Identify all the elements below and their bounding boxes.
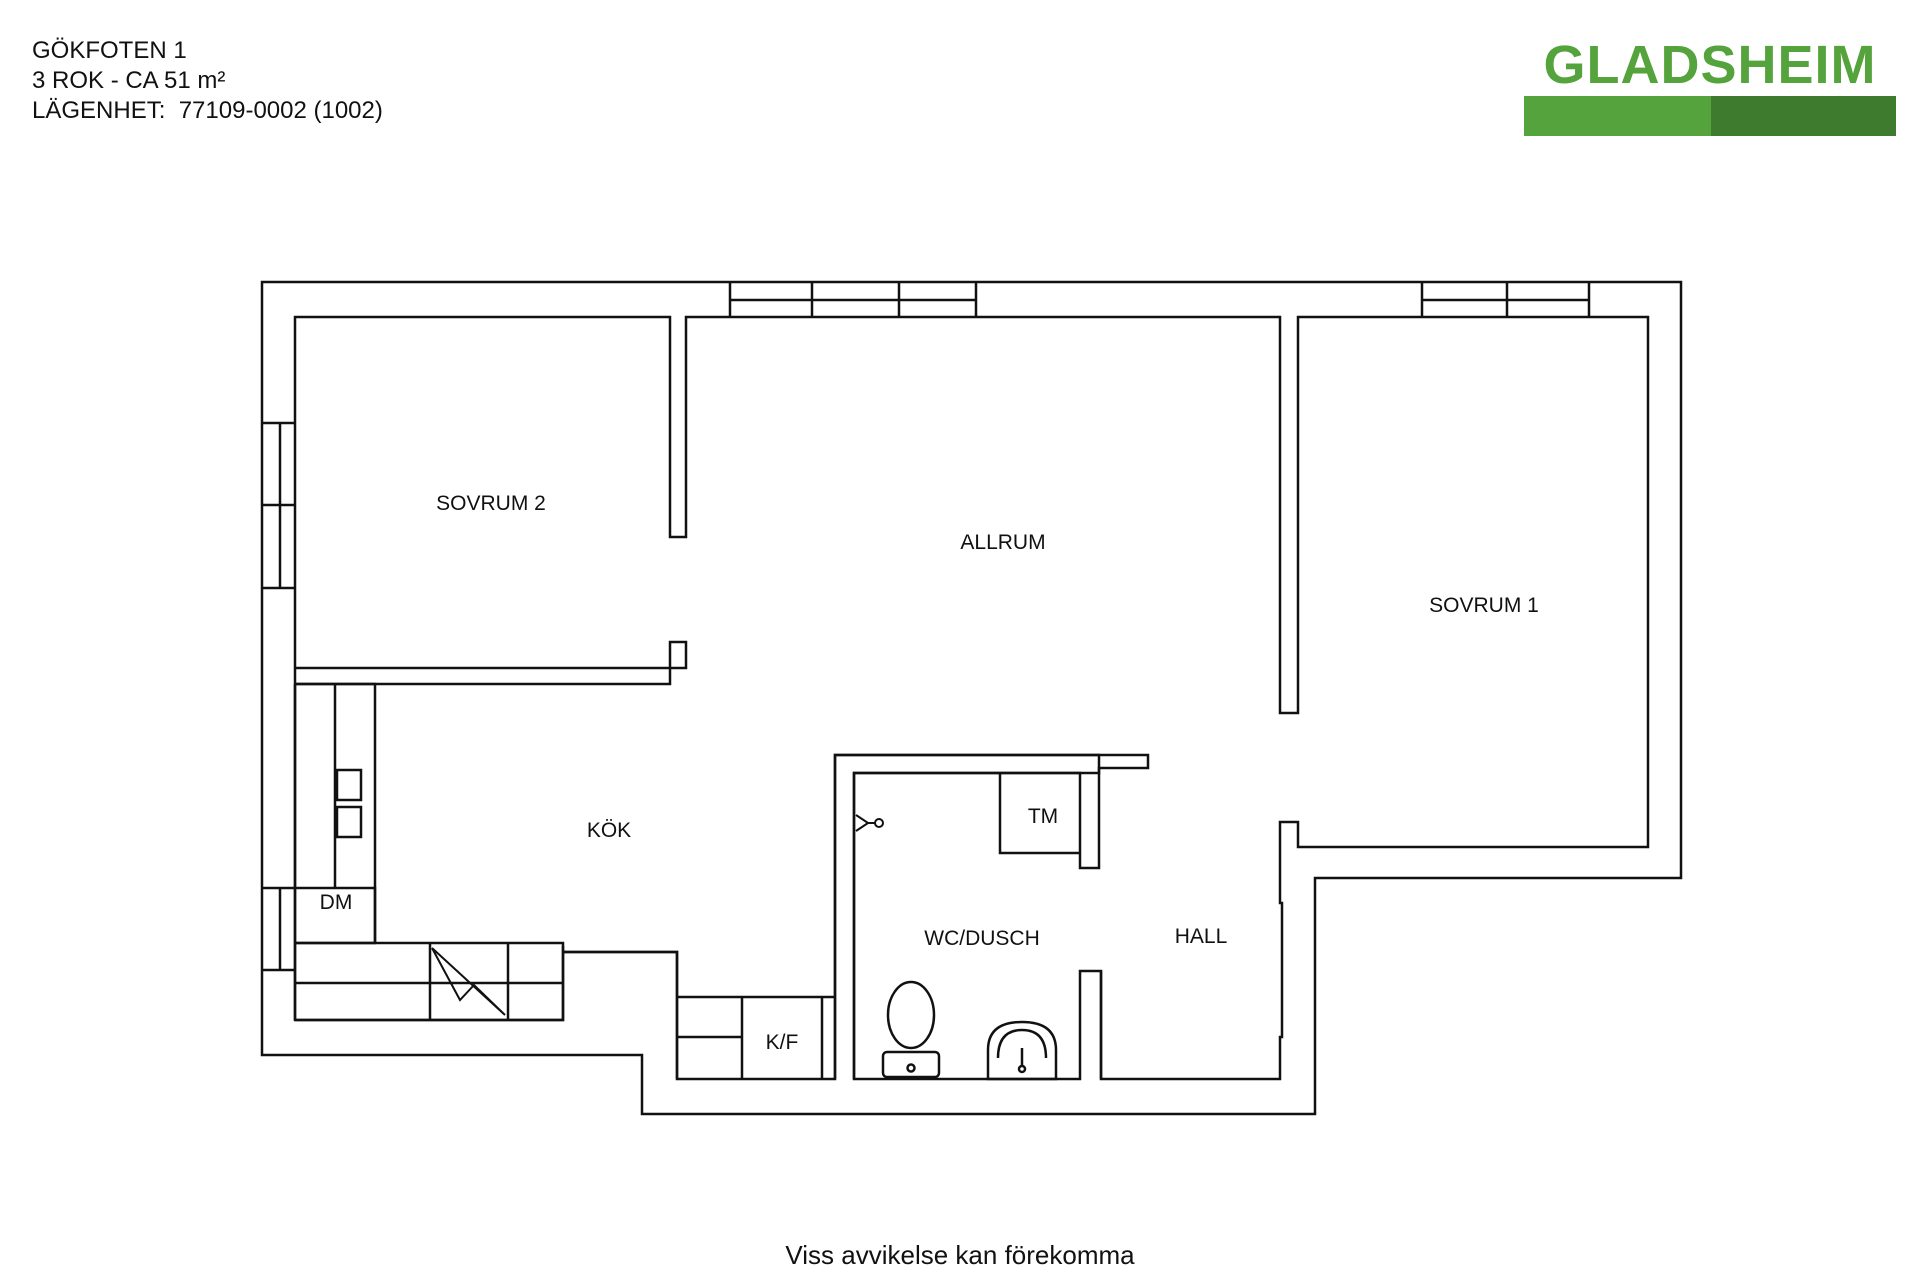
shower-nozzle: [874, 818, 884, 828]
label-tm: TM: [1028, 805, 1058, 828]
window-left-upper: [262, 421, 295, 590]
gladsheim-logo: GLADSHEIM: [1524, 30, 1896, 136]
sink-basin: [996, 1028, 1048, 1059]
label-hall: HALL: [1175, 925, 1228, 948]
property-name: GÖKFOTEN 1: [32, 37, 187, 64]
label-kf: K/F: [766, 1031, 799, 1054]
sink-drain: [1017, 1064, 1027, 1074]
label-sovrum1: SOVRUM 1: [1429, 594, 1539, 617]
outer-wall-outline: [260, 280, 1683, 1116]
toilet-button: [906, 1063, 916, 1073]
label-allrum: ALLRUM: [960, 531, 1045, 554]
label-kok: KÖK: [587, 819, 631, 842]
apartment-info: GÖKFOTEN 1 3 ROK - CA 51 m² LÄGENHET: 77…: [32, 36, 383, 126]
inner-wall-outline: [293, 315, 1650, 1081]
disclaimer-note: Viss avvikelse kan förekomma: [785, 1240, 1135, 1270]
kitchen-wall-lower: [563, 950, 679, 1079]
electric-symbol: [431, 947, 506, 1016]
logo-bar-dark: [1711, 96, 1896, 136]
logo-text: GLADSHEIM: [1543, 35, 1877, 95]
wc-wall: [833, 753, 1150, 1079]
stove-burner-bottom: [335, 805, 363, 839]
label-sovrum2: SOVRUM 2: [436, 492, 546, 515]
label-wc-dusch: WC/DUSCH: [924, 927, 1040, 950]
sink: [986, 1020, 1058, 1081]
stove-burner-top: [335, 768, 363, 802]
apartment-size: 3 ROK - CA 51 m²: [32, 67, 226, 94]
logo-bar-light: [1524, 96, 1711, 136]
kf-cabinets: [677, 995, 835, 1079]
shower-head: [855, 814, 876, 832]
window-left-lower: [262, 886, 295, 972]
toilet-tank: [881, 1050, 941, 1079]
label-dm: DM: [320, 891, 353, 914]
toilet-bowl: [886, 980, 936, 1050]
window-top-left: [728, 282, 978, 317]
kitchen-cabinets-left: [293, 682, 377, 1020]
sovrum2-wall: [295, 640, 688, 686]
kitchen-cabinets-bottom: [295, 941, 565, 1022]
window-top-right: [1420, 282, 1591, 317]
tm-box: [998, 773, 1080, 855]
apartment-number: LÄGENHET: 77109-0002 (1002): [32, 97, 383, 124]
